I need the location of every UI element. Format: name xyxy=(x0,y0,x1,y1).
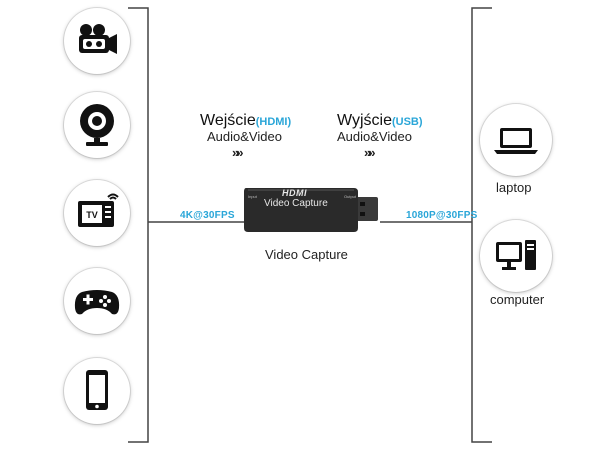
device-port-in: Input xyxy=(248,194,257,199)
smartphone-icon xyxy=(86,370,108,410)
output-port-type: (USB) xyxy=(391,116,423,128)
camcorder-circle xyxy=(64,8,130,74)
desktop-computer-icon xyxy=(496,240,536,270)
input-signal-label: Audio&Video xyxy=(207,129,282,144)
laptop-circle xyxy=(480,104,552,176)
gamepad-icon xyxy=(74,290,120,315)
webcam-icon xyxy=(80,104,114,146)
device-port-out: Output xyxy=(344,194,357,199)
laptop-icon xyxy=(494,128,538,154)
tv-box-icon: TV xyxy=(78,193,119,227)
device-logo: HDMI xyxy=(282,188,307,198)
input-header: Wejście(HDMI) xyxy=(200,112,291,130)
input-label: Wejście xyxy=(200,112,256,129)
device-caption: Video Capture xyxy=(265,247,348,262)
smartphone-circle xyxy=(64,358,130,424)
output-signal-label: Audio&Video xyxy=(337,129,412,144)
camcorder-icon xyxy=(79,24,117,54)
svg-text:TV: TV xyxy=(86,210,98,220)
input-speed-label: 4K@30FPS xyxy=(180,210,235,221)
output-arrows: »» xyxy=(364,145,376,160)
tv-box-circle: TV xyxy=(64,180,130,246)
capture-device xyxy=(244,188,378,232)
gamepad-circle xyxy=(64,268,130,334)
right-device-label-computer: computer xyxy=(490,292,545,307)
webcam-circle xyxy=(64,92,130,158)
input-arrows: »» xyxy=(232,145,244,160)
input-port-type: (HDMI) xyxy=(255,116,292,128)
right-device-label-laptop: laptop xyxy=(496,180,532,195)
output-speed-label: 1080P@30FPS xyxy=(406,210,478,221)
output-label: Wyjście xyxy=(337,112,392,129)
device-body-text: Video Capture xyxy=(264,198,328,209)
output-header: Wyjście(USB) xyxy=(337,112,423,130)
computer-circle xyxy=(480,220,552,292)
